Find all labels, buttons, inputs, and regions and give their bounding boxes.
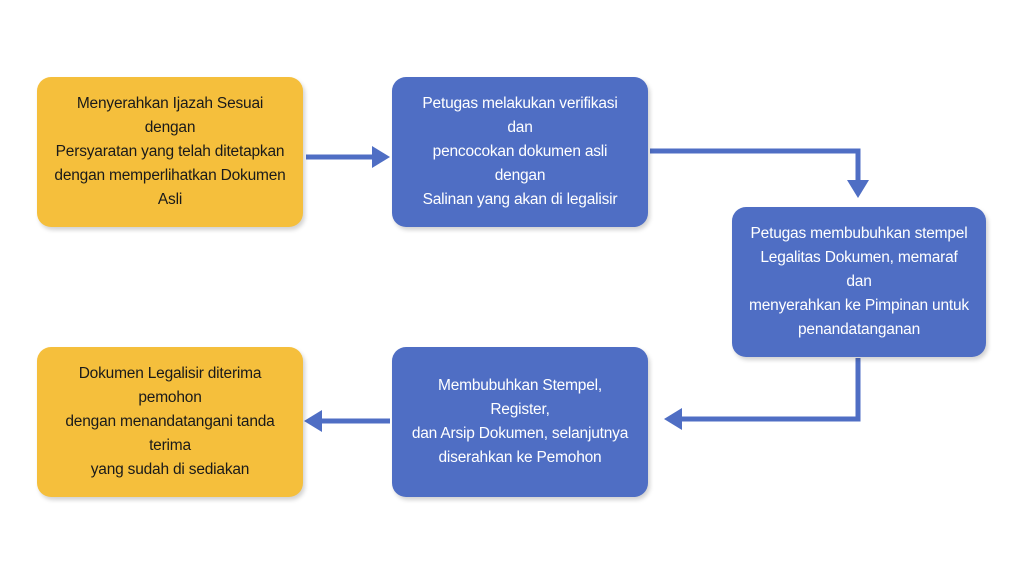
flow-step-text: Membubuhkan Stempel, Register, dan Arsip… bbox=[411, 376, 629, 467]
arrowhead-step4-to-step5 bbox=[304, 410, 322, 432]
arrowhead-step3-to-step4 bbox=[664, 408, 682, 430]
flow-step-register-archive: Membubuhkan Stempel, Register, dan Arsip… bbox=[392, 347, 648, 497]
flow-step-text: Dokumen Legalisir diterima pemohon denga… bbox=[65, 364, 275, 479]
flow-step-text: Petugas membubuhkan stempel Legalitas Do… bbox=[749, 224, 969, 339]
flow-step-document-received: Dokumen Legalisir diterima pemohon denga… bbox=[37, 347, 303, 497]
flow-step-verification: Petugas melakukan verifikasi dan pencoco… bbox=[392, 77, 648, 227]
arrow-step2-to-step3 bbox=[650, 148, 861, 180]
arrowhead-step1-to-step2 bbox=[372, 146, 390, 168]
arrow-step3-to-step4 bbox=[682, 358, 861, 422]
flow-step-text: Petugas melakukan verifikasi dan pencoco… bbox=[422, 94, 618, 209]
flow-step-submit-ijazah: Menyerahkan Ijazah Sesuai dengan Persyar… bbox=[37, 77, 303, 227]
arrowhead-step2-to-step3 bbox=[847, 180, 869, 198]
flow-step-stamp-legalitas: Petugas membubuhkan stempel Legalitas Do… bbox=[732, 207, 986, 357]
flow-step-text: Menyerahkan Ijazah Sesuai dengan Persyar… bbox=[54, 94, 286, 209]
